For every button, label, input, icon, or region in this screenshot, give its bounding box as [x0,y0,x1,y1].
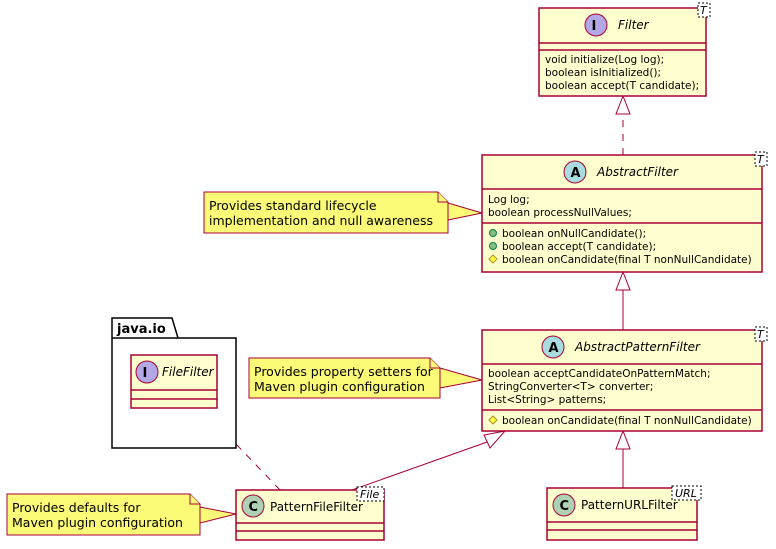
note-connector-patternfile [199,506,237,524]
filter-generic-box [697,2,711,18]
filter-box [538,7,707,97]
abstractfilter-method: boolean onCandidate(final T nonNullCandi… [502,254,752,266]
abstractpatternfilter-field: boolean acceptCandidateOnPatternMatch; [488,368,711,380]
protected-icon [488,254,498,264]
note-box [6,493,201,536]
abstractpatternfilter-box [481,329,763,432]
edge-patternfilefilter-implements-filefilter [211,418,281,491]
abstractfilter-field: boolean processNullValues; [488,207,632,219]
abstractpatternfilter-method: boolean onCandidate(final T nonNullCandi… [502,415,752,427]
edge-patternfilefilter-extends-abstractpatternfilter [351,440,491,491]
note-abstractpatternfilter[interactable]: Provides property setters for Maven plug… [248,357,441,399]
note-text-line: implementation and null awareness [209,213,433,228]
filter-name: Filter [618,18,650,32]
note-text-line: Maven plugin configuration [254,379,425,394]
class-icon [241,494,265,518]
patternurlfilter-generic: URL [675,487,697,500]
class-abstractpatternfilter[interactable]: A AbstractPatternFilter T boolean accept… [481,326,768,432]
class-abstractfilter[interactable]: A AbstractFilter T Log log; boolean proc… [481,151,768,273]
abstractfilter-badge: A [571,166,581,181]
patternfilefilter-generic-box [356,486,385,502]
note-box [203,191,449,234]
abstractfilter-generic-box [754,151,768,167]
patternfilefilter-name: PatternFileFilter [270,500,363,514]
arrowhead-abstractpatternfilter-file [483,430,507,449]
abstractfilter-method: boolean accept(T candidate); [502,241,656,253]
note-connector-abstractpattern [439,367,483,389]
note-text-line: Maven plugin configuration [12,515,183,530]
protected-icon [488,415,498,425]
patternurlfilter-box [546,487,698,541]
patternfilefilter-badge: C [249,500,259,515]
patternfilefilter-generic: File [360,488,379,501]
arrowhead-filter [615,94,631,115]
filter-method: boolean accept(T candidate); [545,80,699,92]
abstractpatternfilter-badge: A [549,341,559,356]
abstractpatternfilter-name: AbstractPatternFilter [574,340,701,354]
note-text-line: Provides standard lifecycle [209,198,377,213]
class-icon [552,493,576,517]
class-patternurlfilter[interactable]: C PatternURLFilter URL [546,485,702,541]
filter-badge: I [592,19,597,34]
abstractpatternfilter-field: StringConverter<T> converter; [488,381,653,393]
note-connector-abstractfilter [447,202,483,221]
patternurlfilter-badge: C [560,499,570,514]
note-text-line: Provides defaults for [12,500,141,515]
arrowhead-abstractpatternfilter-url [615,429,631,450]
note-box [248,357,441,399]
abstractfilter-name: AbstractFilter [596,165,679,179]
patternurlfilter-name: PatternURLFilter [581,498,678,512]
abstractfilter-generic: T [757,153,765,166]
abstractfilter-method: boolean onNullCandidate(); [502,228,646,240]
abstract-icon [541,335,565,359]
abstractpatternfilter-field: List<String> patterns; [488,394,606,406]
abstractpatternfilter-generic: T [757,328,765,341]
class-filter[interactable]: I Filter T void initialize(Log log); boo… [538,2,711,97]
package-name: java.io [116,322,166,337]
filter-method: void initialize(Log log); [545,54,664,66]
interface-icon [584,13,608,37]
filefilter-name: FileFilter [162,365,215,379]
public-icon [489,229,497,237]
filefilter-badge: I [143,366,148,381]
abstractpatternfilter-generic-box [754,326,768,342]
abstract-icon [563,160,587,184]
class-filefilter[interactable]: I FileFilter [130,354,218,409]
filter-method: boolean isInitialized(); [545,67,661,79]
public-icon [489,242,497,250]
note-patternfilefilter[interactable]: Provides defaults for Maven plugin confi… [6,493,201,536]
class-patternfilefilter[interactable]: C PatternFileFilter File [235,486,385,541]
abstractfilter-box [481,154,763,273]
patternurlfilter-generic-box [671,485,702,501]
abstractfilter-field: Log log; [488,194,530,206]
note-text-line: Provides property setters for [254,364,434,379]
note-abstractfilter[interactable]: Provides standard lifecycle implementati… [203,191,449,234]
interface-icon [135,360,159,384]
filter-generic: T [700,4,708,17]
arrowhead-abstractfilter [615,270,631,291]
